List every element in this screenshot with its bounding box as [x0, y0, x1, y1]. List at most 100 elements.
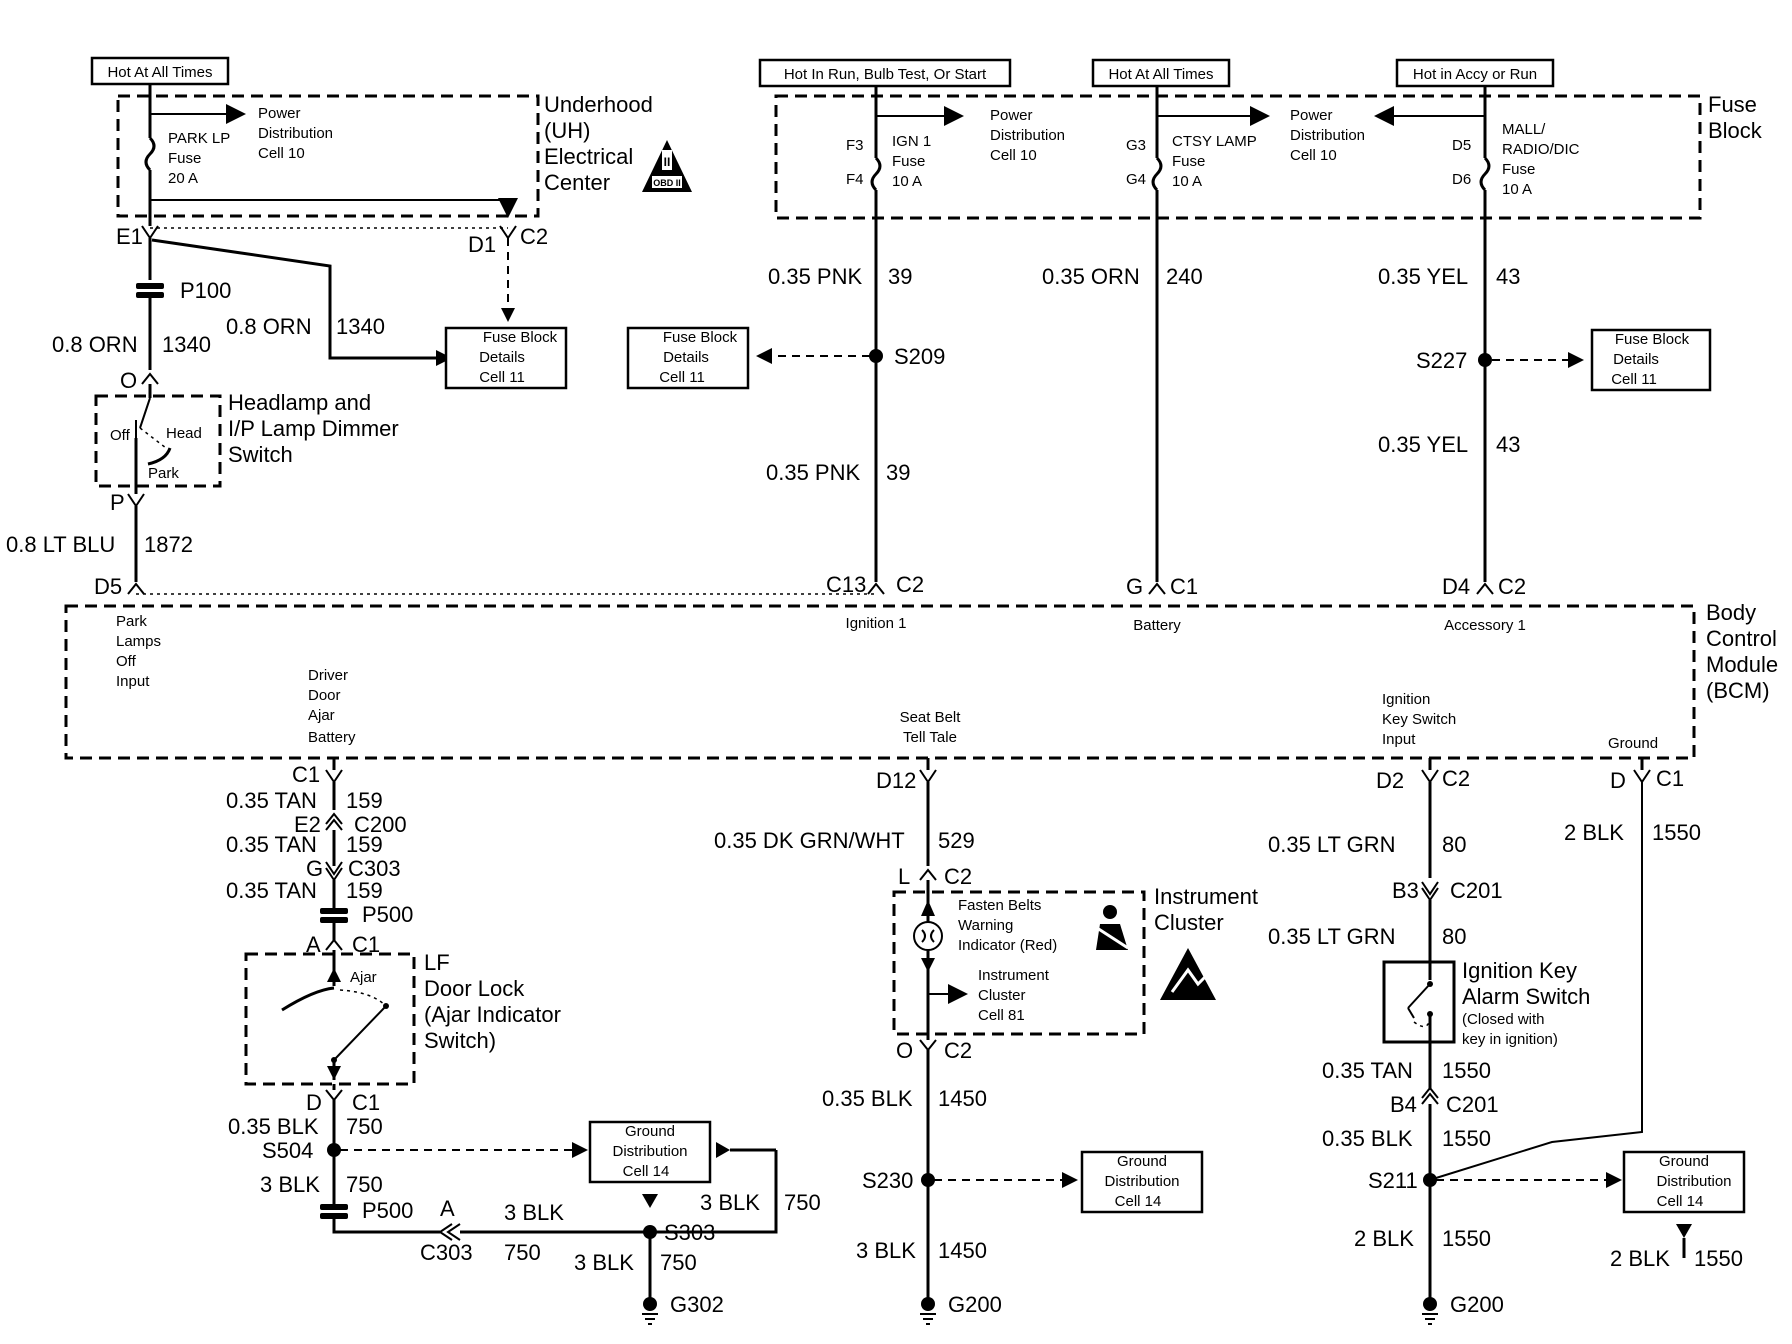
- svg-text:Power: Power: [258, 105, 301, 122]
- svg-text:Distribution: Distribution: [1104, 1173, 1179, 1190]
- svg-text:0.35 BLK: 0.35 BLK: [228, 1114, 319, 1139]
- svg-text:(UH): (UH): [544, 118, 590, 143]
- svg-text:Electrical: Electrical: [544, 144, 633, 169]
- svg-text:0.8 LT BLU: 0.8 LT BLU: [6, 532, 115, 557]
- svg-text:159: 159: [346, 788, 383, 813]
- svg-text:10 A: 10 A: [1502, 181, 1532, 198]
- svg-text:3 BLK: 3 BLK: [700, 1190, 760, 1215]
- body-control-module: Body Control Module (BCM) Park Lamps Off…: [64, 600, 1778, 760]
- svg-text:E2: E2: [294, 812, 321, 837]
- svg-text:P500: P500: [362, 1198, 413, 1223]
- svg-text:L: L: [898, 864, 910, 889]
- svg-text:OBD II: OBD II: [653, 178, 681, 188]
- svg-text:0.35 TAN: 0.35 TAN: [226, 788, 317, 813]
- svg-text:Alarm Switch: Alarm Switch: [1462, 984, 1590, 1009]
- ground-g200-right-icon: G200: [1422, 1292, 1504, 1325]
- svg-text:LF: LF: [424, 950, 450, 975]
- svg-text:1340: 1340: [336, 314, 385, 339]
- ground-distribution-ref-2: Ground Distribution Cell 14: [1080, 1150, 1204, 1214]
- svg-text:S211: S211: [1368, 1168, 1418, 1193]
- svg-text:Fasten Belts: Fasten Belts: [958, 897, 1041, 914]
- svg-text:Distribution: Distribution: [612, 1143, 687, 1160]
- svg-text:Key Switch: Key Switch: [1382, 711, 1456, 728]
- obd-ii-badge-icon: II OBD II: [642, 140, 692, 192]
- svg-text:Cell 10: Cell 10: [1290, 147, 1337, 164]
- svg-text:Park: Park: [116, 613, 147, 630]
- svg-text:S504: S504: [262, 1138, 313, 1163]
- svg-text:RADIO/DIC: RADIO/DIC: [1502, 141, 1580, 158]
- svg-text:1550: 1550: [1442, 1226, 1491, 1251]
- svg-text:(Ajar Indicator: (Ajar Indicator: [424, 1002, 561, 1027]
- svg-text:F3: F3: [846, 137, 864, 154]
- svg-text:0.35 TAN: 0.35 TAN: [226, 878, 317, 903]
- svg-text:1872: 1872: [144, 532, 193, 557]
- svg-text:529: 529: [938, 828, 975, 853]
- svg-text:10 A: 10 A: [892, 173, 922, 190]
- instrument-cluster: Fasten Belts Warning Indicator (Red) Ins…: [892, 880, 1146, 1036]
- svg-text:750: 750: [784, 1190, 821, 1215]
- svg-text:159: 159: [346, 878, 383, 903]
- svg-text:0.8 ORN: 0.8 ORN: [52, 332, 138, 357]
- svg-text:Ground: Ground: [1608, 735, 1658, 752]
- svg-text:Ground: Ground: [1117, 1153, 1167, 1170]
- hot-header-ign: Hot In Run, Bulb Test, Or Start: [758, 58, 1012, 88]
- svg-text:Battery: Battery: [308, 729, 356, 746]
- svg-text:Cell 14: Cell 14: [623, 1163, 670, 1180]
- svg-text:Seat Belt: Seat Belt: [900, 709, 962, 726]
- svg-text:0.35 DK GRN/WHT: 0.35 DK GRN/WHT: [714, 828, 905, 853]
- fuse-block: Fuse Block: [774, 92, 1763, 220]
- svg-text:key in ignition): key in ignition): [1462, 1031, 1558, 1048]
- svg-text:10 A: 10 A: [1172, 173, 1202, 190]
- svg-text:750: 750: [346, 1172, 383, 1197]
- svg-text:2 BLK: 2 BLK: [1354, 1226, 1414, 1251]
- svg-text:1340: 1340: [162, 332, 211, 357]
- esd-warning-icon: [1160, 948, 1216, 1000]
- svg-text:Input: Input: [116, 673, 150, 690]
- svg-text:Tell Tale: Tell Tale: [903, 729, 957, 746]
- lamp-bulb-icon: [913, 921, 943, 951]
- svg-text:0.35 BLK: 0.35 BLK: [1322, 1126, 1413, 1151]
- s209-splice: [869, 349, 883, 363]
- svg-text:Driver: Driver: [308, 667, 348, 684]
- svg-text:G: G: [1126, 574, 1143, 599]
- svg-text:750: 750: [504, 1240, 541, 1265]
- svg-text:(Closed with: (Closed with: [1462, 1011, 1545, 1028]
- svg-text:O: O: [896, 1038, 913, 1063]
- svg-text:G: G: [306, 856, 323, 881]
- svg-text:Distribution: Distribution: [1290, 127, 1365, 144]
- svg-text:1550: 1550: [1652, 820, 1701, 845]
- svg-text:Block: Block: [1708, 118, 1763, 143]
- svg-text:A: A: [306, 932, 321, 957]
- svg-text:Lamps: Lamps: [116, 633, 161, 650]
- svg-text:Fuse Block: Fuse Block: [1615, 331, 1690, 348]
- svg-text:Fuse: Fuse: [1172, 153, 1205, 170]
- svg-text:Center: Center: [544, 170, 610, 195]
- hot-header-uh: Hot At All Times: [90, 56, 230, 86]
- svg-text:0.35 YEL: 0.35 YEL: [1378, 432, 1468, 457]
- svg-text:B4: B4: [1390, 1092, 1417, 1117]
- svg-text:Instrument: Instrument: [1154, 884, 1258, 909]
- svg-text:2 BLK: 2 BLK: [1610, 1246, 1670, 1271]
- svg-text:3 BLK: 3 BLK: [856, 1238, 916, 1263]
- svg-text:G4: G4: [1126, 171, 1146, 188]
- svg-text:C2: C2: [1498, 574, 1526, 599]
- svg-text:Hot In Run, Bulb Test, Or Star: Hot In Run, Bulb Test, Or Start: [784, 66, 987, 83]
- headlamp-dimmer-switch: Off Head Park Headlamp and I/P Lamp Dimm…: [94, 384, 399, 488]
- svg-text:Module: Module: [1706, 652, 1778, 677]
- svg-text:S303: S303: [664, 1220, 715, 1245]
- svg-text:20 A: 20 A: [168, 170, 198, 187]
- svg-text:750: 750: [346, 1114, 383, 1139]
- svg-text:750: 750: [660, 1250, 697, 1275]
- svg-text:Fuse Block: Fuse Block: [483, 329, 558, 346]
- s504-splice: [327, 1143, 341, 1157]
- s211-splice: [1423, 1173, 1437, 1187]
- svg-text:1550: 1550: [1442, 1058, 1491, 1083]
- svg-text:Battery: Battery: [1133, 617, 1181, 634]
- svg-text:Body: Body: [1706, 600, 1756, 625]
- svg-text:II: II: [664, 155, 671, 169]
- svg-text:Hot At All Times: Hot At All Times: [107, 64, 212, 81]
- svg-text:D5: D5: [94, 574, 122, 599]
- svg-text:Headlamp and: Headlamp and: [228, 390, 371, 415]
- svg-text:Switch: Switch: [228, 442, 293, 467]
- svg-text:C2: C2: [520, 224, 548, 249]
